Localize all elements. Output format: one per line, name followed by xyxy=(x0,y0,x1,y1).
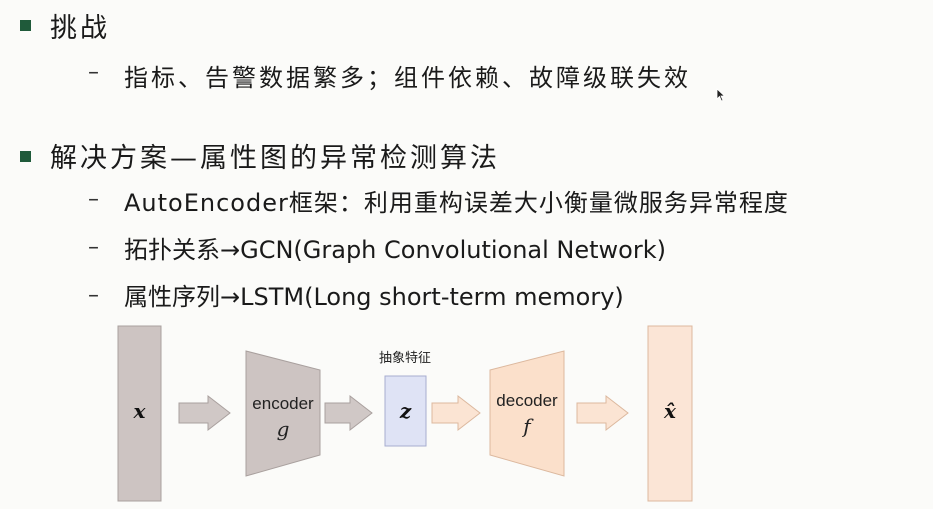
latent-block xyxy=(384,375,427,447)
bullet-square-icon xyxy=(20,20,31,31)
arrow-right-icon xyxy=(178,394,231,432)
encoder-label: encoder xyxy=(252,394,314,413)
bullet-square-icon xyxy=(20,151,31,162)
solution-item-gcn: 拓扑关系→GCN(Graph Convolutional Network) xyxy=(124,236,666,264)
feature-caption: 抽象特征 xyxy=(379,351,431,366)
encoder-function: g xyxy=(277,417,290,441)
decoder-block xyxy=(489,350,565,477)
autoencoder-diagram: x encoder g 抽象特征 z decoder f x̂ xyxy=(117,325,693,502)
challenge-item: 指标、告警数据繁多；组件依赖、故障级联失效 xyxy=(124,64,691,92)
dash-marker: – xyxy=(88,283,99,308)
dash-marker: – xyxy=(88,187,99,212)
dash-marker: – xyxy=(88,60,99,85)
arrow-right-icon xyxy=(576,394,629,432)
encoder-block xyxy=(245,350,321,477)
section-heading-challenge: 挑战 xyxy=(50,13,110,44)
arrow-right-icon xyxy=(324,394,373,432)
arrow-right-icon xyxy=(431,394,481,432)
solution-item-lstm: 属性序列→LSTM(Long short-term memory) xyxy=(124,283,624,311)
section-heading-solution: 解决方案—属性图的异常检测算法 xyxy=(50,143,500,174)
decoder-label: decoder xyxy=(496,391,558,410)
output-label: x̂ xyxy=(663,399,677,423)
latent-label: z xyxy=(399,399,412,423)
input-block xyxy=(117,325,162,502)
solution-item-autoencoder: AutoEncoder框架：利用重构误差大小衡量微服务异常程度 xyxy=(124,189,789,217)
output-block xyxy=(647,325,693,502)
input-label: x xyxy=(133,399,147,423)
mouse-cursor-icon xyxy=(716,88,726,102)
dash-marker: – xyxy=(88,235,99,260)
